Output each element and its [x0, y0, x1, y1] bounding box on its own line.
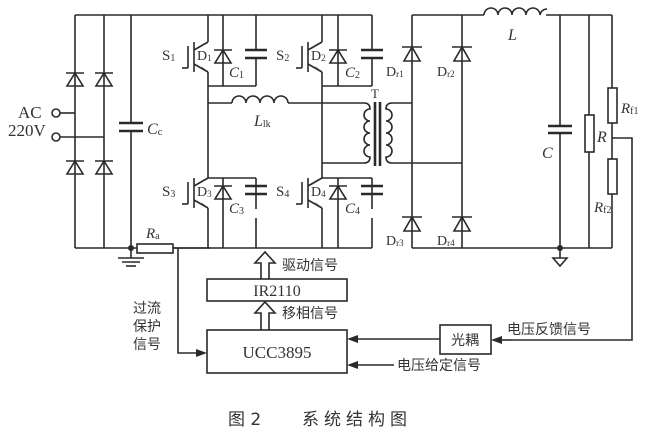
- arrow-icon: [196, 349, 207, 357]
- diode-icon: [94, 71, 114, 87]
- output-rectifier: Dr1 Dr2 Dr3 Dr4: [386, 14, 612, 249]
- rf2-label: Rf2: [593, 200, 612, 216]
- rect-diode-label: Dr4: [437, 234, 455, 249]
- feedback-label: 电压反馈信号: [507, 322, 591, 338]
- cap-label: C4: [345, 201, 360, 217]
- ground-and-shunt: Ra: [118, 226, 210, 267]
- igbt-icon: [296, 177, 323, 209]
- cap-label: C2: [345, 65, 360, 81]
- diode-icon: [213, 184, 233, 200]
- drive-arrow-icon: [253, 250, 277, 280]
- rect-diode-label: Dr2: [437, 65, 455, 80]
- switch-label: S4: [276, 184, 289, 200]
- diode-label: D3: [197, 185, 212, 200]
- igbt-icon: [182, 177, 209, 209]
- output-filter: L C R Rf1 Rf2: [483, 7, 639, 341]
- rf2-resistor: [607, 158, 618, 195]
- drive-signal-label: 驱动信号: [282, 258, 338, 274]
- rect-diode-label: Dr3: [386, 234, 404, 249]
- shunt-label: Ra: [145, 226, 160, 242]
- control-section: 驱动信号 IR2110 移相信号 UCC3895 过流 保护 信号 光耦 电压反…: [133, 248, 591, 374]
- phase-arrow-icon: [253, 300, 277, 330]
- terminal-icon: [51, 108, 61, 118]
- optocoupler-label: 光耦: [451, 333, 479, 349]
- diode-icon: [328, 184, 348, 200]
- diode-icon: [452, 215, 472, 232]
- ground-icon: [118, 257, 144, 267]
- cap-label: C1: [229, 65, 244, 81]
- leakage-label: Llk: [253, 113, 271, 130]
- rect-diode-label: Dr1: [386, 65, 404, 80]
- optocoupler-box: [439, 324, 492, 355]
- rf1-resistor: [607, 87, 618, 124]
- full-bridge-inverter: [207, 15, 373, 248]
- snubber-capacitor-icon: [245, 184, 267, 196]
- diode-icon: [65, 159, 85, 175]
- output-cap-label: C: [542, 145, 553, 162]
- rf1-label: Rf1: [620, 101, 639, 117]
- diode-icon: [452, 45, 472, 62]
- switch-label: S1: [162, 48, 175, 64]
- switch-label: S2: [276, 48, 289, 64]
- diode-icon: [213, 48, 233, 64]
- load-resistor: [584, 114, 595, 153]
- reference-label: 电压给定信号: [397, 358, 481, 374]
- output-inductor-label: L: [507, 27, 517, 44]
- diode-icon: [65, 71, 85, 87]
- ir2110-label: IR2110: [253, 283, 300, 300]
- load-label: R: [596, 129, 607, 146]
- diode-icon: [402, 45, 422, 62]
- snubber-capacitor-icon: [361, 184, 383, 196]
- diode-label: D2: [311, 49, 326, 64]
- arrow-icon: [347, 335, 358, 343]
- snubber-capacitor-icon: [245, 48, 267, 60]
- leakage-inductor: Llk: [208, 95, 322, 130]
- diode-label: D1: [197, 49, 212, 64]
- switch-label: S3: [162, 184, 175, 200]
- arrow-icon: [491, 336, 502, 344]
- overcurrent-label: 过流: [133, 301, 161, 317]
- ground-icon: [551, 257, 569, 268]
- input-bridge-rectifier: AC 220V: [8, 14, 372, 249]
- bus-capacitor: Cc: [119, 15, 163, 248]
- transformer: T: [322, 86, 462, 166]
- diode-icon: [94, 159, 114, 175]
- igbt-icon: [296, 41, 323, 73]
- terminal-icon: [51, 132, 61, 142]
- figure-number: 图 2: [228, 410, 261, 430]
- ucc3895-box: [206, 329, 348, 374]
- overcurrent-label: 保护: [133, 319, 161, 335]
- phase-signal-label: 移相信号: [282, 306, 338, 322]
- voltage-label: 220V: [8, 121, 47, 140]
- figure-title: 系统结构图: [302, 410, 412, 430]
- ir2110-box: [206, 278, 348, 302]
- shunt-resistor: [136, 243, 174, 254]
- diode-icon: [402, 215, 422, 232]
- diode-label: D4: [311, 185, 326, 200]
- ac-label: AC: [18, 103, 42, 122]
- cap-label: Cc: [147, 121, 163, 138]
- snubber-capacitor-icon: [361, 48, 383, 60]
- transformer-label: T: [371, 86, 379, 101]
- cap-label: C3: [229, 201, 244, 217]
- arrow-icon: [347, 361, 358, 369]
- igbt-icon: [182, 41, 209, 73]
- overcurrent-label: 信号: [133, 337, 161, 353]
- ucc3895-label: UCC3895: [243, 343, 312, 362]
- diode-icon: [328, 48, 348, 64]
